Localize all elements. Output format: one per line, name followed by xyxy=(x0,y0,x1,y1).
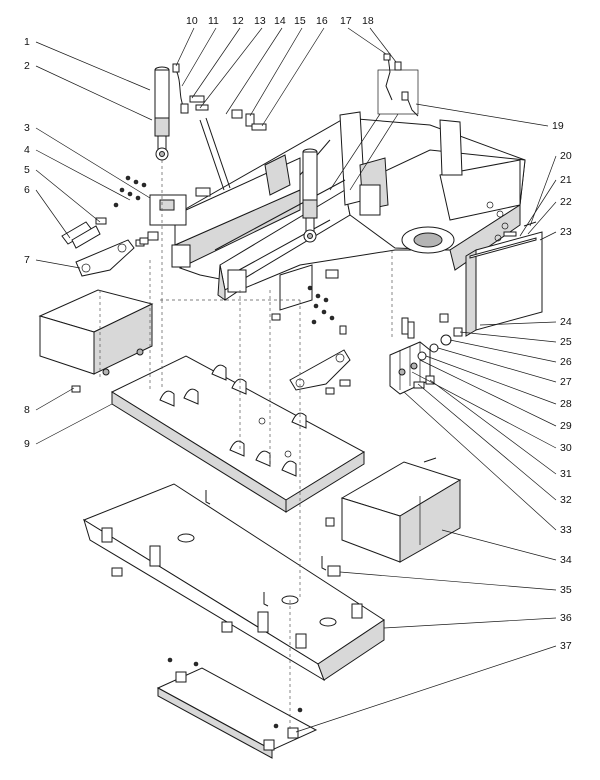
callout-28: 28 xyxy=(560,398,572,410)
callout-17: 17 xyxy=(340,15,352,27)
callout-33: 33 xyxy=(560,524,572,536)
callout-3: 3 xyxy=(24,122,30,134)
callout-29: 29 xyxy=(560,420,572,432)
counterweight-box-left xyxy=(38,289,154,393)
callout-12: 12 xyxy=(232,15,244,27)
link-arm-left xyxy=(75,237,149,277)
side-cover-box xyxy=(465,221,543,337)
assembly-guide-lines xyxy=(99,160,393,730)
callout-36: 36 xyxy=(560,612,572,624)
retaining-pins xyxy=(111,457,437,633)
callout-37: 37 xyxy=(560,640,572,652)
callout-20: 20 xyxy=(560,150,572,162)
callout-7: 7 xyxy=(24,254,30,266)
bottom-bracket-plate xyxy=(156,657,318,759)
center-lift-cylinder xyxy=(302,148,318,243)
callout-8: 8 xyxy=(24,404,30,416)
callout-23: 23 xyxy=(560,226,572,238)
callout-30: 30 xyxy=(560,442,572,454)
link-arm-center xyxy=(289,349,351,395)
callout-10: 10 xyxy=(186,15,198,27)
callout-1: 1 xyxy=(24,36,30,48)
callout-27: 27 xyxy=(560,376,572,388)
callout-25: 25 xyxy=(560,336,572,348)
callout-24: 24 xyxy=(560,316,572,328)
main-frame xyxy=(171,111,526,301)
callout-19: 19 xyxy=(552,120,564,132)
callout-16: 16 xyxy=(316,15,328,27)
counterweight-box-right xyxy=(340,461,462,563)
left-lift-cylinder xyxy=(154,66,170,161)
callout-14: 14 xyxy=(274,15,286,27)
hose-fittings xyxy=(172,63,267,191)
callout-35: 35 xyxy=(560,584,572,596)
callout-5: 5 xyxy=(24,164,30,176)
callout-15: 15 xyxy=(294,15,306,27)
center-bracket xyxy=(271,264,347,335)
callout-labels: 1 2 3 4 5 6 7 8 9 10 11 12 13 14 15 16 1… xyxy=(24,15,572,652)
callout-11: 11 xyxy=(208,15,219,27)
callout-4: 4 xyxy=(24,144,30,156)
callout-2: 2 xyxy=(24,60,30,72)
callout-18: 18 xyxy=(362,15,374,27)
callout-26: 26 xyxy=(560,356,572,368)
counterweight-mounting-plate xyxy=(110,355,366,513)
callout-22: 22 xyxy=(560,196,572,208)
base-counterweight xyxy=(82,483,385,682)
callout-6: 6 xyxy=(24,184,30,196)
callout-21: 21 xyxy=(560,174,572,186)
callout-32: 32 xyxy=(560,494,572,506)
fitting-group-detail xyxy=(329,53,419,191)
callout-9: 9 xyxy=(24,438,30,450)
callout-13: 13 xyxy=(254,15,266,27)
callout-34: 34 xyxy=(560,554,572,566)
callout-31: 31 xyxy=(560,468,572,480)
callout-leaders xyxy=(35,27,557,733)
